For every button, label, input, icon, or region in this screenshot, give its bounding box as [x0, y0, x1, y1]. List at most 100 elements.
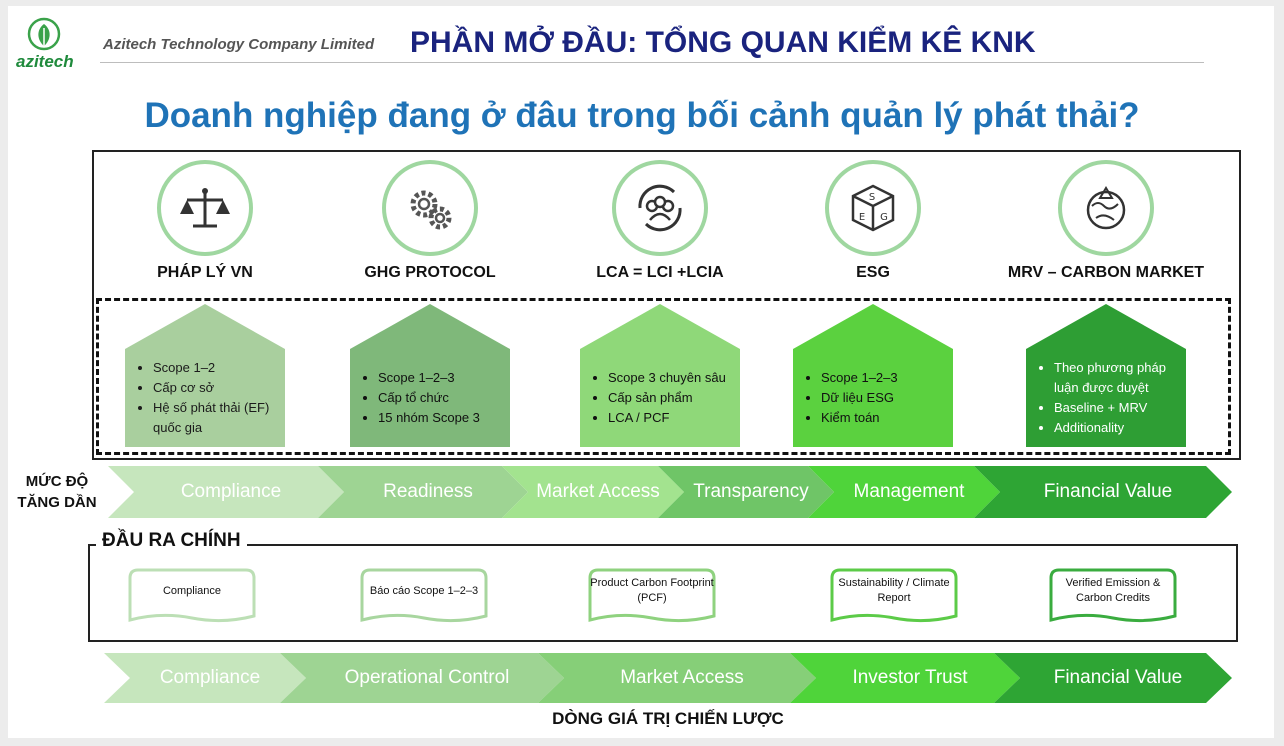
- chevron-label: Transparency: [693, 481, 809, 502]
- framework-house-shape: [350, 304, 510, 447]
- chevron-segment: [994, 653, 1232, 703]
- house-fill: [793, 304, 953, 447]
- chevron-segment: [108, 466, 344, 518]
- scales-icon: [180, 188, 230, 228]
- output-card-shape: [830, 568, 958, 623]
- chevron-label: Compliance: [180, 481, 282, 502]
- leaf-logo-icon: [27, 17, 61, 51]
- svg-text:S: S: [869, 192, 875, 203]
- maturity-chevrons: [108, 466, 1232, 518]
- framework-house-shape: [1026, 304, 1186, 447]
- output-card-shape: [588, 568, 716, 623]
- chevron-label: Market Access: [620, 667, 744, 688]
- people-cycle-icon: [638, 184, 682, 232]
- frameworks-panel: [92, 150, 1241, 460]
- chevron-label: Financial Value: [1043, 481, 1173, 502]
- house-fill: [125, 304, 285, 447]
- chevron-label: Readiness: [383, 481, 473, 502]
- framework-bullets: Scope 1–2Cấp cơ sởHệ số phát thải (EF) q…: [125, 349, 285, 447]
- framework-title: ESG: [856, 264, 890, 281]
- bullet-item: LCA / PCF: [608, 408, 728, 428]
- output-card-label: Sustainability / Climate Report: [838, 577, 950, 604]
- value-chain-footer: DÒNG GIÁ TRỊ CHIẾN LƯỢC: [552, 709, 784, 728]
- bullet-list: Scope 1–2–3Dữ liệu ESGKiểm toán: [807, 368, 941, 428]
- logo: [22, 16, 66, 56]
- chevron-segment: [974, 466, 1232, 518]
- bullet-item: Cấp cơ sở: [153, 378, 273, 398]
- framework-house-shape: [580, 304, 740, 447]
- output-card-label: Compliance: [162, 584, 222, 597]
- house-fill: [580, 304, 740, 447]
- framework-icon-circle: [382, 160, 478, 256]
- company-name: Azitech Technology Company Limited: [103, 36, 375, 53]
- house-fill: [350, 304, 510, 447]
- chevron-label: Management: [853, 481, 965, 502]
- output-card-shape: [128, 568, 256, 623]
- bullet-item: Scope 1–2: [153, 358, 273, 378]
- framework-icon-circle: [157, 160, 253, 256]
- bullet-item: Scope 1–2–3: [378, 368, 498, 388]
- bullet-item: Dữ liệu ESG: [821, 388, 941, 408]
- bullet-item: Theo phương pháp luận được duyệt: [1054, 358, 1174, 398]
- bullet-list: Scope 1–2–3Cấp tổ chức15 nhóm Scope 3: [364, 368, 498, 428]
- chevron-segment: [318, 466, 528, 518]
- chevron-label: Market Access: [536, 481, 660, 502]
- output-card-label: Báo cáo Scope 1–2–3: [369, 584, 479, 597]
- value-chain-chevrons: [104, 653, 1232, 703]
- chevron-label: Financial Value: [1053, 667, 1183, 688]
- framework-title: GHG PROTOCOL: [364, 264, 496, 281]
- framework-icon-circle: [1058, 160, 1154, 256]
- bullet-item: 15 nhóm Scope 3: [378, 408, 498, 428]
- bullet-item: Cấp tổ chức: [378, 388, 498, 408]
- chevron-segment: [104, 653, 306, 703]
- outputs-panel: [88, 544, 1238, 642]
- framework-bullets: Scope 1–2–3Cấp tổ chức15 nhóm Scope 3: [350, 349, 510, 447]
- output-card-shape: [1049, 568, 1177, 623]
- chevron-label: Compliance: [159, 667, 261, 688]
- chevron-segment: [280, 653, 564, 703]
- framework-house-shape: [125, 304, 285, 447]
- output-card-shape: [360, 568, 488, 623]
- framework-bullets: Scope 1–2–3Dữ liệu ESGKiểm toán: [793, 349, 953, 447]
- gears-icon: [410, 190, 452, 230]
- bullet-item: Cấp sản phẩm: [608, 388, 728, 408]
- framework-icon-circle: [612, 160, 708, 256]
- framework-title: MRV – CARBON MARKET: [1007, 264, 1205, 281]
- bullet-list: Scope 1–2Cấp cơ sởHệ số phát thải (EF) q…: [139, 358, 273, 438]
- chevron-segment: [502, 466, 684, 518]
- earth-landscape-icon: [1086, 186, 1126, 230]
- chevron-label: Operational Control: [344, 667, 510, 688]
- chevron-label: Investor Trust: [852, 667, 968, 688]
- bullet-item: Baseline + MRV: [1054, 398, 1174, 418]
- bullet-item: Additionality: [1054, 418, 1174, 438]
- chevron-segment: [808, 466, 1000, 518]
- maturity-label-line1: MỨC ĐỘ: [25, 473, 89, 490]
- logo-text: azitech: [16, 52, 74, 71]
- framework-title: PHÁP LÝ VN: [157, 264, 253, 281]
- bullet-item: Scope 1–2–3: [821, 368, 941, 388]
- output-cards: [128, 568, 1177, 623]
- chevron-segment: [538, 653, 816, 703]
- bullet-list: Theo phương pháp luận được duyệtBaseline…: [1040, 358, 1174, 438]
- esg-cube-icon: SE G: [851, 184, 895, 232]
- maturity-label: MỨC ĐỘ TĂNG DẦN: [6, 471, 108, 513]
- outputs-title: ĐẦU RA CHÍNH: [96, 530, 247, 552]
- chevron-segment: [658, 466, 834, 518]
- house-fill: [1026, 304, 1186, 447]
- framework-bullets: Theo phương pháp luận được duyệtBaseline…: [1026, 349, 1186, 447]
- output-card-label: Product Carbon Footprint (PCF): [590, 577, 714, 604]
- output-card-label: Verified Emission & Carbon Credits: [1065, 577, 1161, 604]
- page-title: PHẦN MỞ ĐẦU: TỔNG QUAN KIỂM KÊ KNK: [410, 26, 1036, 59]
- chevron-segment: [790, 653, 1020, 703]
- maturity-label-line2: TĂNG DẦN: [17, 494, 97, 511]
- svg-text:E: E: [859, 212, 865, 223]
- svg-text:G: G: [880, 212, 888, 223]
- framework-title: LCA = LCI +LCIA: [596, 264, 724, 281]
- header-divider: [100, 62, 1204, 63]
- framework-bullets: Scope 3 chuyên sâuCấp sản phẩmLCA / PCF: [580, 349, 740, 447]
- bullet-item: Scope 3 chuyên sâu: [608, 368, 728, 388]
- bullet-list: Scope 3 chuyên sâuCấp sản phẩmLCA / PCF: [594, 368, 728, 428]
- main-question: Doanh nghiệp đang ở đâu trong bối cảnh q…: [144, 96, 1140, 135]
- framework-house-shape: [793, 304, 953, 447]
